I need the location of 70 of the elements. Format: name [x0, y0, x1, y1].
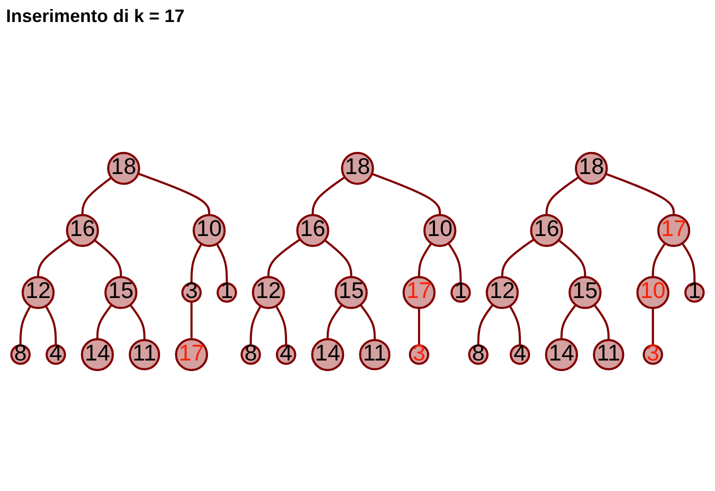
- connector: [558, 239, 586, 278]
- connector: [94, 239, 122, 278]
- node-circle: 15: [334, 276, 368, 310]
- node-circle: 4: [510, 344, 530, 365]
- node-circle: 17: [402, 276, 436, 310]
- connector: [652, 242, 666, 278]
- connector: [326, 304, 343, 340]
- connector: [448, 242, 462, 284]
- connector: [560, 304, 577, 340]
- connector: [37, 238, 70, 278]
- node-circle: 18: [107, 152, 140, 185]
- connector: [418, 242, 432, 278]
- node-circle: 4: [46, 344, 66, 365]
- connector: [652, 308, 654, 346]
- node-circle: 11: [592, 338, 624, 370]
- node-circle: 14: [311, 338, 344, 372]
- connector: [418, 308, 420, 346]
- connector: [360, 304, 376, 340]
- connector: [19, 305, 32, 346]
- node-circle: 14: [80, 338, 114, 372]
- node-circle: 11: [359, 338, 390, 370]
- node-circle: 10: [423, 214, 456, 247]
- node-circle: 14: [545, 338, 578, 372]
- node-circle: 4: [276, 344, 296, 365]
- connector: [312, 176, 346, 216]
- connector: [546, 176, 580, 216]
- connector: [477, 304, 494, 346]
- node-circle: 3: [408, 344, 430, 365]
- diagram-title: Inserimento di k = 17: [6, 6, 185, 27]
- connector: [681, 242, 696, 284]
- node-circle: 12: [22, 276, 55, 310]
- connector: [605, 172, 675, 216]
- node-circle: 8: [10, 344, 31, 365]
- node-circle: 8: [240, 344, 261, 365]
- node-circle: 1: [684, 282, 705, 303]
- node-circle: 3: [642, 344, 664, 365]
- connector: [324, 239, 352, 278]
- connector: [267, 238, 301, 278]
- node-circle: 16: [66, 214, 99, 247]
- connector: [96, 304, 112, 340]
- node-circle: 12: [252, 276, 285, 310]
- node-circle: 18: [574, 152, 608, 185]
- node-circle: 10: [192, 214, 226, 247]
- connector: [372, 172, 441, 216]
- connector: [594, 304, 610, 340]
- connector: [275, 305, 288, 346]
- connector: [250, 305, 262, 346]
- node-circle: 1: [216, 282, 238, 303]
- connector: [129, 304, 146, 340]
- node-circle: 12: [486, 276, 519, 310]
- node-circle: 15: [104, 276, 138, 310]
- node-circle: 15: [568, 276, 602, 310]
- node-circle: 8: [468, 344, 489, 365]
- node-circle: 1: [450, 282, 471, 303]
- connector: [190, 243, 202, 284]
- node-circle: 18: [341, 152, 374, 185]
- node-circle: 10: [636, 276, 670, 310]
- node-circle: 3: [181, 282, 202, 303]
- node-circle: 16: [296, 214, 330, 247]
- connector: [44, 305, 57, 346]
- connector: [501, 238, 535, 278]
- connector: [138, 172, 210, 216]
- connector: [508, 305, 521, 346]
- connector: [216, 243, 228, 284]
- node-circle: 17: [175, 338, 208, 372]
- connector: [190, 302, 193, 340]
- node-circle: 11: [128, 338, 160, 370]
- node-circle: 16: [530, 214, 564, 247]
- node-circle: 17: [657, 214, 690, 247]
- connector: [81, 176, 112, 216]
